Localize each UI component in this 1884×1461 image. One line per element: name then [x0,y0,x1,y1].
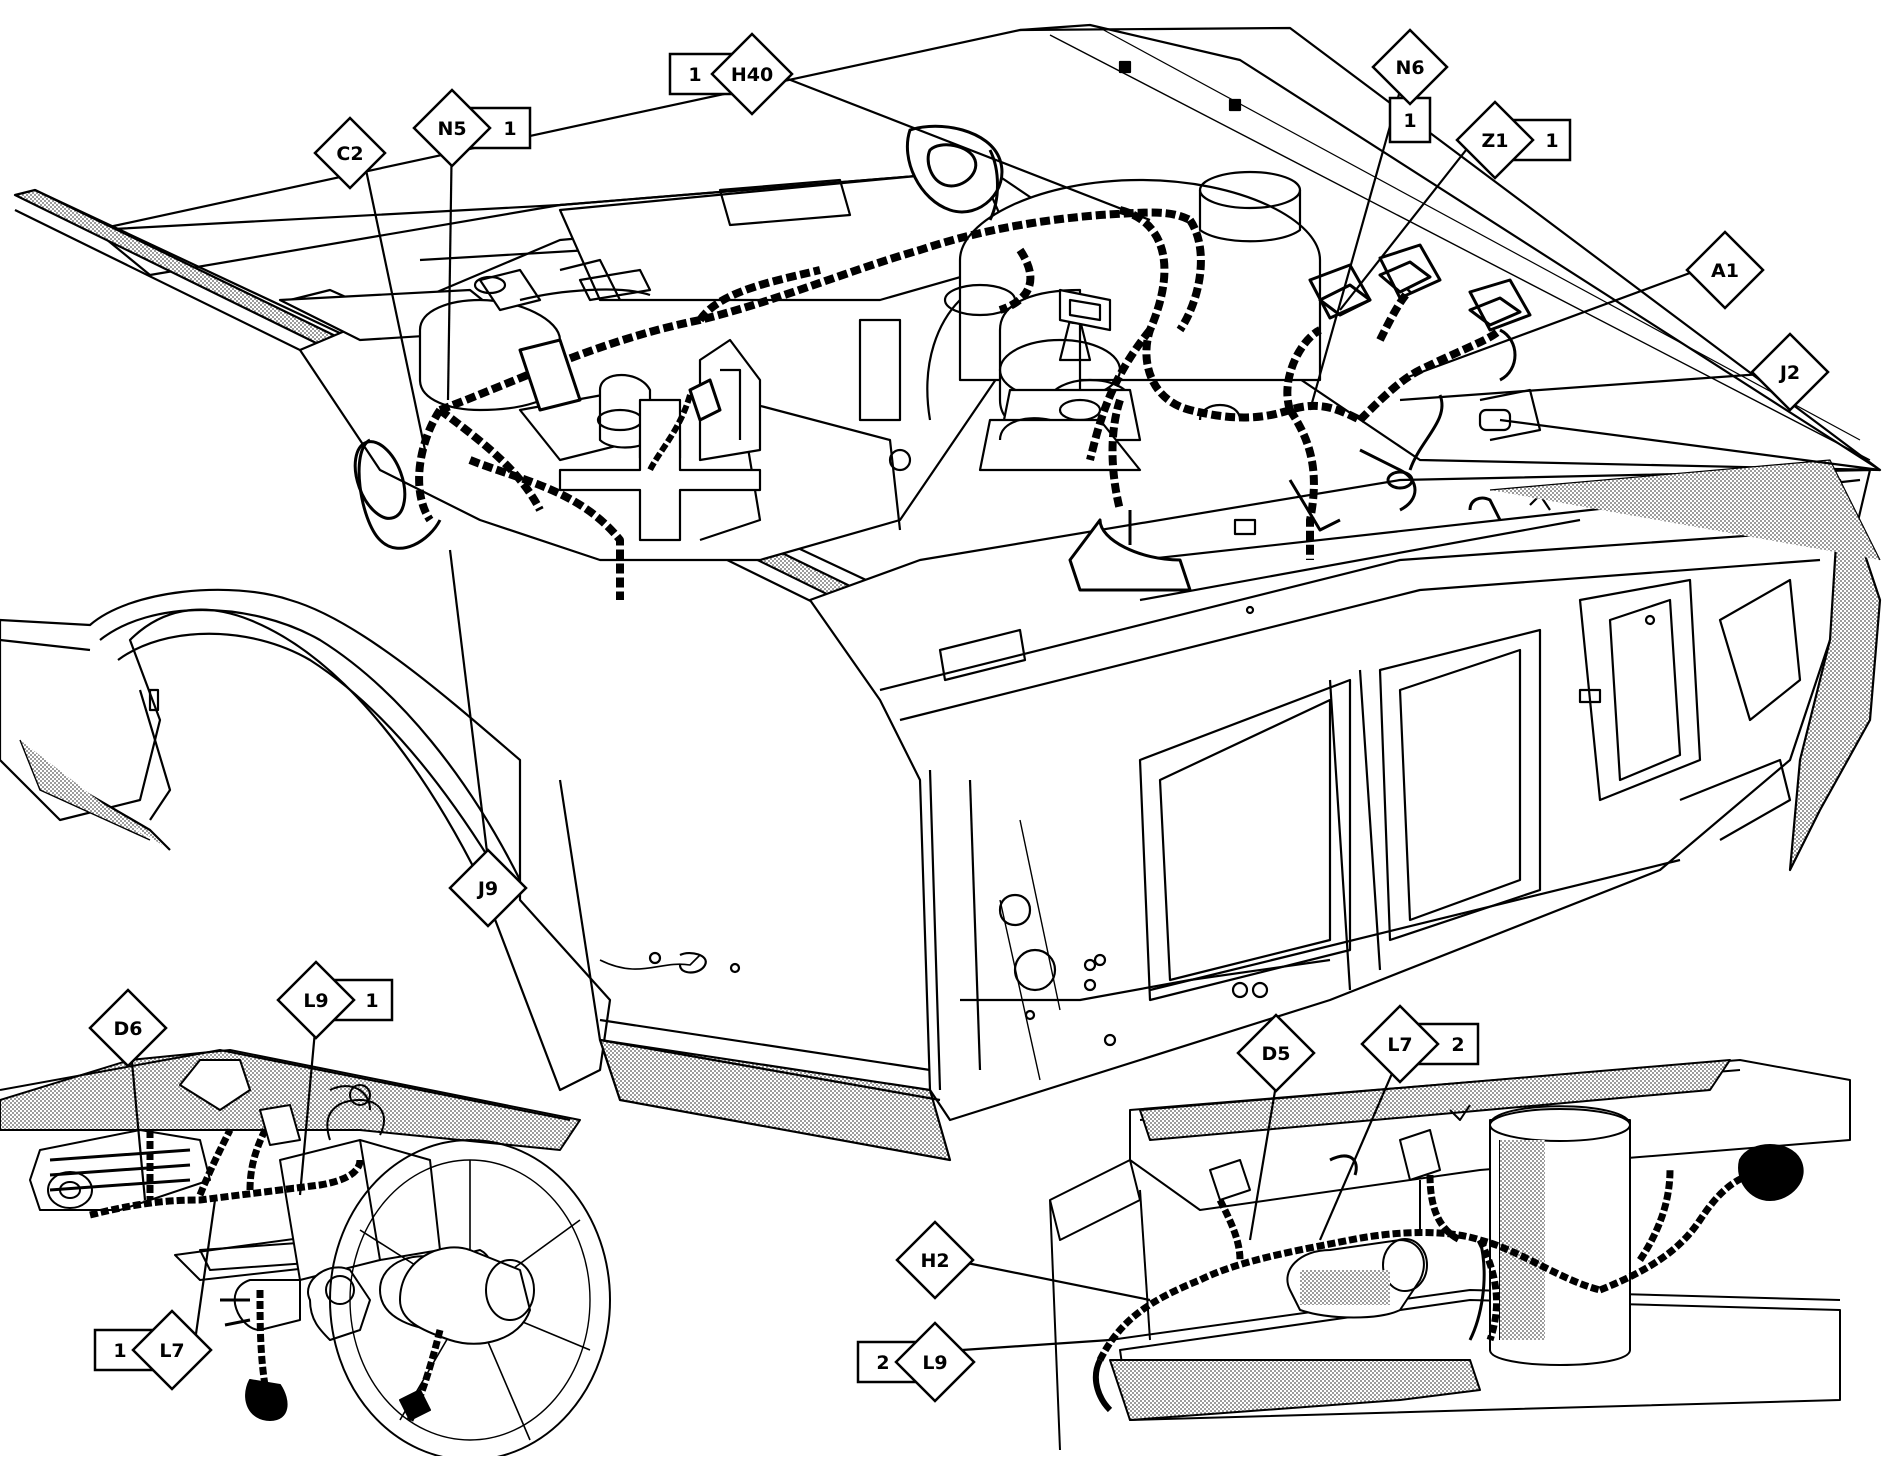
callout-j9-id: J9 [476,878,498,900]
inset-left-illustration [0,1049,611,1461]
leader-lines [126,70,1791,1352]
callout-n6: N6 1 [1371,28,1449,144]
callout-j9: J9 [448,848,528,928]
callout-l7-1-num: 1 [113,1340,126,1362]
inset-right-illustration [1049,1059,1851,1451]
callout-a1: A1 [1685,230,1765,310]
callout-a1-id: A1 [1711,260,1739,282]
wiring-harness-main [415,206,1503,600]
callout-l7-2: L7 2 [1360,1004,1480,1084]
callout-n6-num: 1 [1403,110,1416,132]
callout-d6: D6 [88,988,168,1068]
callout-z1-num: 1 [1545,130,1558,152]
callout-h2-id: H2 [920,1250,949,1272]
callout-h40-id: H40 [731,64,773,86]
callout-labels: C2 N5 1 1 H40 N6 1 Z1 1 [88,28,1830,1403]
callout-d6-id: D6 [114,1018,143,1040]
callout-d5-id: D5 [1262,1043,1291,1065]
callout-h40-num: 1 [688,64,701,86]
callout-l7-1: 1 L7 [93,1309,213,1391]
callout-d5: D5 [1236,1013,1316,1093]
callout-l7-1-id: L7 [159,1340,184,1362]
callout-n5-num: 1 [503,118,516,140]
callout-l9-1-num: 1 [365,990,378,1012]
callout-j2-id: J2 [1778,362,1800,384]
callout-l9-2: 2 L9 [856,1321,976,1403]
callout-l7-2-num: 2 [1451,1034,1464,1056]
callout-h40: 1 H40 [668,32,794,116]
callout-l9-1: L9 1 [276,960,394,1040]
callout-l9-2-id: L9 [922,1352,947,1374]
callout-n5: N5 1 [412,88,532,168]
callout-c2: C2 [313,116,387,190]
callout-h2: H2 [895,1220,975,1300]
callout-z1-id: Z1 [1482,130,1509,152]
callout-n5-id: N5 [437,118,466,140]
callout-l9-2-num: 2 [876,1352,889,1374]
callout-z1: Z1 1 [1455,100,1572,180]
callout-j2: J2 [1750,332,1830,412]
callout-l9-1-id: L9 [303,990,328,1012]
callout-l7-2-id: L7 [1387,1034,1412,1056]
callout-c2-id: C2 [336,143,363,165]
engine-bay-illustration [0,23,1882,1162]
callout-n6-id: N6 [1395,57,1424,79]
